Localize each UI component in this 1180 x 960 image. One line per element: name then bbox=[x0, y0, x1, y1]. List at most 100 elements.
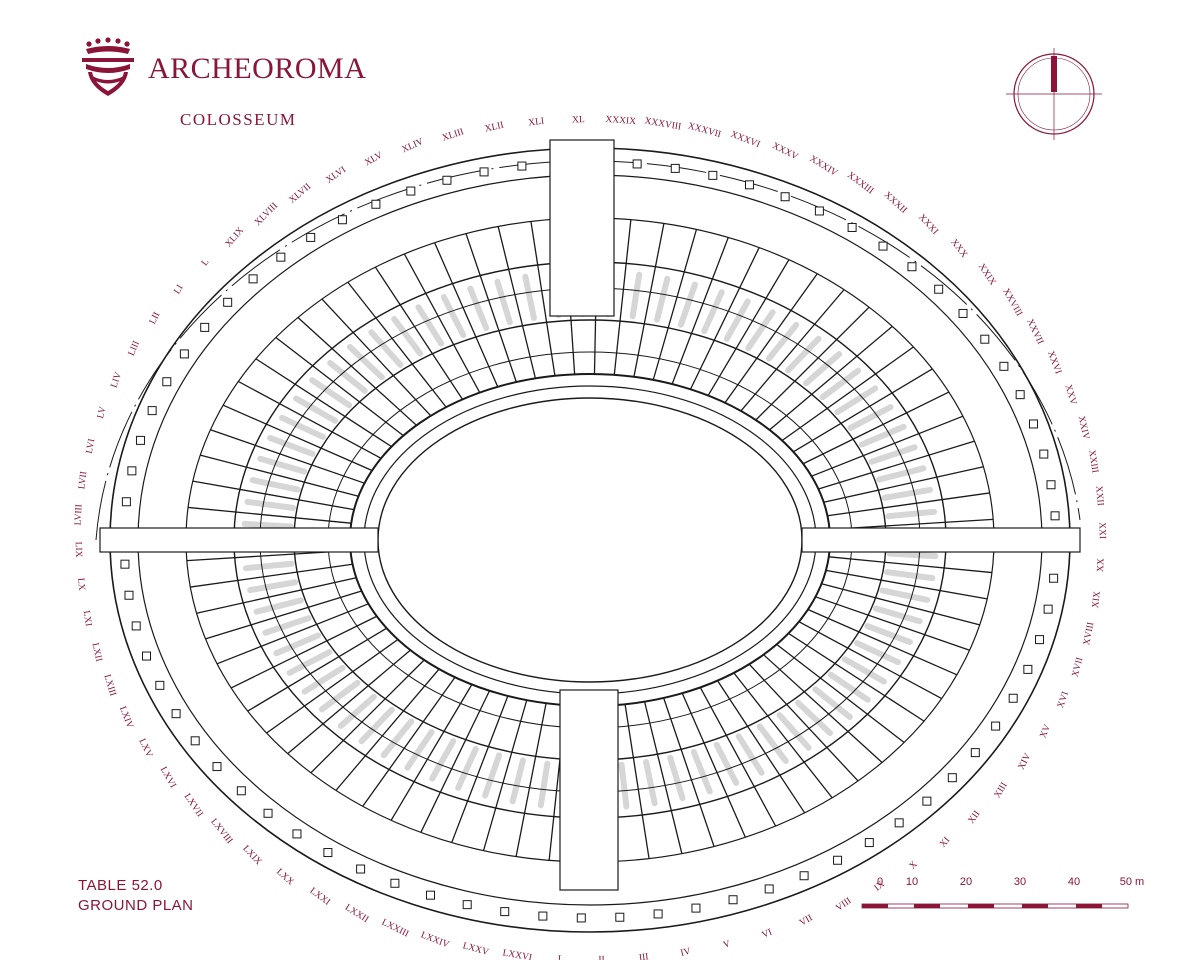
radial-wall bbox=[451, 695, 509, 843]
arch-number: XLII bbox=[484, 121, 505, 135]
scale-label-0: 0 bbox=[876, 876, 884, 888]
radial-wall bbox=[663, 697, 715, 847]
outer-pier bbox=[236, 786, 246, 796]
scale-label-30: 30 bbox=[1013, 876, 1027, 888]
radial-wall bbox=[266, 638, 399, 734]
outer-pier bbox=[538, 911, 548, 921]
arch-number: XXXVIII bbox=[644, 116, 682, 132]
outer-pier bbox=[745, 180, 755, 190]
radial-wall bbox=[390, 684, 473, 821]
outer-pier bbox=[576, 913, 586, 923]
plate-label: TABLE 52.0 GROUND PLAN bbox=[78, 876, 194, 916]
arch-number: LXX bbox=[274, 867, 295, 888]
arch-number: LXIV bbox=[117, 705, 134, 730]
outer-pier bbox=[1008, 693, 1018, 703]
arch-number: XL bbox=[572, 115, 585, 125]
vault-cell bbox=[776, 712, 812, 751]
outer-pier bbox=[878, 241, 888, 251]
page-subtitle: COLOSSEUM bbox=[180, 110, 297, 129]
arch-number: XXI bbox=[1097, 522, 1107, 539]
vault-cell bbox=[273, 632, 322, 657]
vault-cell bbox=[455, 745, 479, 791]
arch-number: XXVIII bbox=[1000, 287, 1023, 318]
vault-cell bbox=[494, 278, 513, 326]
vault-cell bbox=[309, 377, 353, 409]
vault-cell bbox=[629, 271, 643, 320]
outer-pier bbox=[162, 377, 172, 387]
outer-pier bbox=[922, 796, 932, 806]
radial-wall bbox=[769, 325, 893, 431]
outer-pier bbox=[120, 559, 130, 569]
outer-pier bbox=[632, 159, 642, 169]
outer-pier bbox=[1023, 664, 1033, 674]
vault-cell bbox=[795, 699, 834, 737]
vault-cell bbox=[404, 728, 435, 771]
radial-wall bbox=[716, 680, 806, 814]
arch-number: XV bbox=[1039, 723, 1054, 740]
outer-pier bbox=[991, 721, 1001, 731]
arch-number: XLI bbox=[528, 117, 545, 129]
vault-cell bbox=[677, 281, 698, 328]
outer-pier bbox=[615, 912, 625, 922]
radial-wall bbox=[825, 569, 988, 600]
arch-number: LVIII bbox=[74, 504, 85, 526]
outer-pier bbox=[894, 818, 904, 828]
radial-wall bbox=[515, 703, 547, 857]
outer-pier bbox=[263, 808, 273, 818]
radial-wall bbox=[748, 663, 859, 782]
arch-number: XXXVI bbox=[729, 130, 761, 150]
vault-cell bbox=[854, 640, 901, 666]
outer-pier bbox=[1050, 511, 1060, 521]
vault-cell bbox=[868, 444, 918, 465]
radial-wall bbox=[733, 672, 833, 799]
arch-number: XXIX bbox=[976, 262, 998, 287]
arch-number: LIX bbox=[73, 541, 83, 557]
radial-wall bbox=[230, 615, 378, 689]
vault-cell bbox=[522, 273, 537, 321]
outer-pier bbox=[131, 621, 141, 631]
vault-cell bbox=[883, 569, 936, 582]
radial-wall bbox=[633, 223, 665, 377]
arch-number: XXVII bbox=[1024, 318, 1044, 347]
arch-number: XLIX bbox=[224, 226, 246, 250]
arch-number: XVI bbox=[1056, 690, 1071, 709]
arch-number: LXV bbox=[136, 737, 153, 759]
vault-cell bbox=[467, 285, 490, 331]
arch-number: XIII bbox=[993, 781, 1010, 800]
vault-cell bbox=[301, 664, 346, 695]
outer-pier bbox=[390, 878, 400, 888]
arch-number: II bbox=[598, 955, 605, 960]
arch-number: XII bbox=[967, 809, 983, 826]
radial-wall bbox=[689, 247, 760, 390]
outer-pier bbox=[323, 848, 333, 858]
outer-pier bbox=[127, 466, 137, 476]
vault-cell bbox=[654, 275, 671, 323]
arch-number: LXVIII bbox=[208, 817, 234, 846]
outer-pier bbox=[1035, 635, 1045, 645]
outer-pier bbox=[728, 895, 738, 905]
outer-pier bbox=[691, 903, 701, 913]
arch-number: VI bbox=[761, 928, 774, 941]
outer-pier bbox=[276, 252, 286, 262]
radial-wall bbox=[827, 492, 990, 517]
arch-number: XX bbox=[1096, 558, 1107, 572]
arch-number: XVII bbox=[1071, 656, 1086, 678]
scale-label-10: 10 bbox=[905, 876, 919, 888]
radial-wall bbox=[530, 221, 556, 376]
arch-number: XLV bbox=[363, 150, 384, 168]
vault-cell bbox=[876, 465, 927, 483]
radial-wall bbox=[362, 676, 456, 807]
vault-cell bbox=[879, 587, 931, 603]
outer-pier bbox=[1046, 480, 1056, 490]
arch-number: XXXII bbox=[882, 190, 909, 215]
radial-wall bbox=[613, 219, 632, 375]
vault-cell bbox=[537, 760, 551, 809]
outer-pier bbox=[958, 308, 968, 318]
vault-cell bbox=[267, 434, 316, 457]
radial-wall bbox=[643, 701, 683, 854]
arch-number: XLIV bbox=[400, 137, 425, 155]
radial-wall bbox=[374, 266, 464, 400]
outer-pier bbox=[1049, 573, 1059, 583]
arch-number: XXXIV bbox=[808, 154, 839, 179]
outer-pier bbox=[864, 838, 874, 848]
